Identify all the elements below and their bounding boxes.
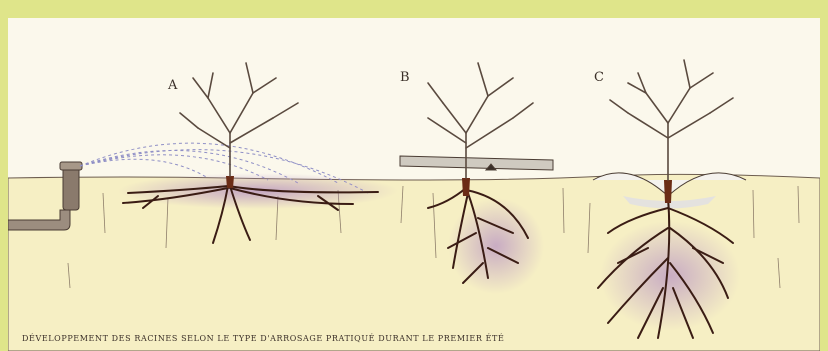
root-zone-b — [448, 198, 544, 294]
trunk-base-c — [664, 180, 672, 203]
trunk-base-b — [462, 178, 470, 196]
caption: Développement des racines selon le type … — [22, 334, 504, 343]
root-development-diagram — [8, 18, 820, 351]
trunk-base-a — [226, 176, 234, 188]
illustration-frame: A B C Développement des racines selon le… — [8, 18, 820, 351]
label-c: C — [594, 70, 604, 85]
tree-a-branches — [180, 63, 298, 176]
label-b: B — [400, 70, 410, 85]
soaker-hose — [400, 156, 553, 170]
tree-c-branches — [610, 60, 733, 180]
label-a: A — [168, 78, 177, 93]
